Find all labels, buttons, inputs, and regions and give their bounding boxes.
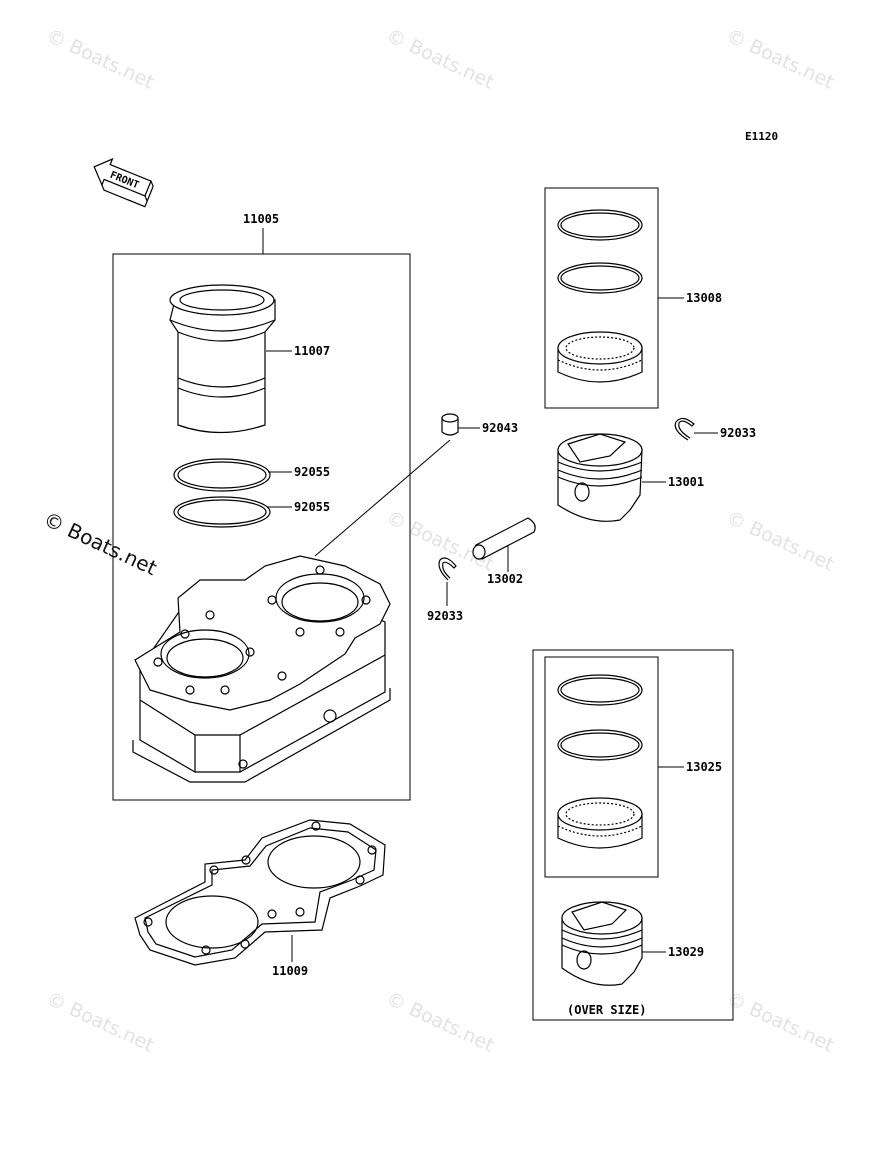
callout-13029: 13029 <box>668 945 704 959</box>
oring-lower-part: 92055 <box>173 496 330 528</box>
circlip-left-part: 92033 <box>427 557 463 623</box>
watermark-text: © Boats.net <box>723 507 837 576</box>
callout-13025: 13025 <box>686 760 722 774</box>
watermark-text: © Boats.net <box>723 25 837 94</box>
callout-92033-left: 92033 <box>427 609 463 623</box>
callout-11007: 11007 <box>294 344 330 358</box>
watermark-text: © Boats.net <box>383 507 497 576</box>
diagram-code: E1120 <box>745 130 778 143</box>
dowel-pin-part: 92043 <box>441 413 518 436</box>
cylinder-kit-group: 11005 <box>112 212 411 801</box>
callout-13001: 13001 <box>668 475 704 489</box>
watermark-text: © Boats.net <box>43 25 157 94</box>
oversize-group: 13025 13029 (OVER SIZE) <box>532 649 734 1021</box>
callout-11009: 11009 <box>272 964 308 978</box>
watermark-text: © Boats.net <box>383 25 497 94</box>
piston-pin-part: 13002 <box>472 517 536 586</box>
watermark-prominent: © Boats.net <box>40 507 161 580</box>
watermark-layer: © Boats.net © Boats.net © Boats.net © Bo… <box>43 25 837 1057</box>
callout-92043: 92043 <box>482 421 518 435</box>
piston-part: 13001 <box>557 433 704 522</box>
callout-13008: 13008 <box>686 291 722 305</box>
callout-13002: 13002 <box>487 572 523 586</box>
watermark-text: © Boats.net <box>383 988 497 1057</box>
front-arrow-icon: FRONT <box>93 157 154 208</box>
circlip-right-part: 92033 <box>674 417 756 441</box>
base-gasket-part: 11009 <box>134 819 386 978</box>
oring-upper-part: 92055 <box>173 458 330 492</box>
callout-11005: 11005 <box>243 212 279 226</box>
watermark-text: © Boats.net <box>43 988 157 1057</box>
cylinder-liner-part: 11007 <box>169 284 330 434</box>
callout-92055-lower: 92055 <box>294 500 330 514</box>
callout-92033-right: 92033 <box>720 426 756 440</box>
callout-92055-upper: 92055 <box>294 465 330 479</box>
piston-ring-set-part: 13008 <box>544 187 722 409</box>
cylinder-block-part <box>132 439 451 783</box>
oversize-note: (OVER SIZE) <box>567 1003 646 1017</box>
watermark-text: © Boats.net <box>723 988 837 1057</box>
